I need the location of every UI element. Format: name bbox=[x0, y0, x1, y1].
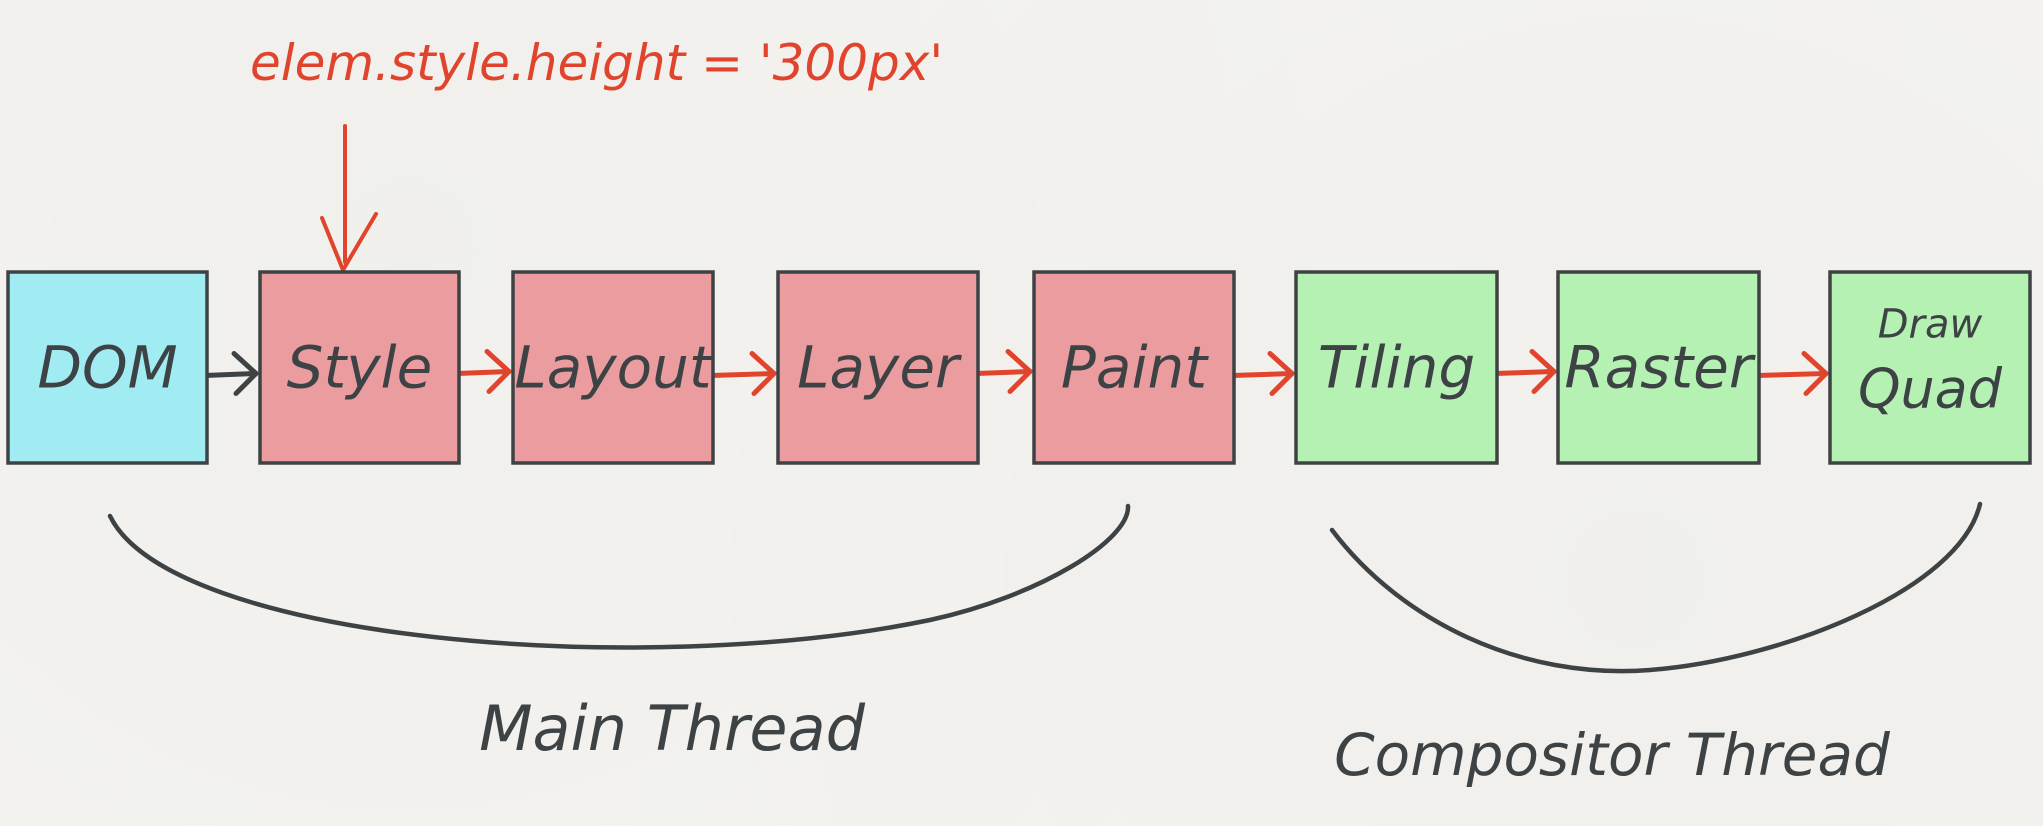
node-label-draw-quad-0: Draw bbox=[1878, 302, 1983, 348]
node-label-style: Style bbox=[287, 334, 433, 402]
node-box-dom bbox=[6, 270, 209, 465]
annotation-label: elem.style.height = '300px' bbox=[250, 34, 943, 92]
edge-layout-to-layer bbox=[708, 351, 777, 396]
node-box-paint bbox=[1032, 270, 1236, 465]
node-label-raster: Raster bbox=[1564, 334, 1755, 402]
compositor-thread-label: Compositor Thread bbox=[1334, 721, 1891, 789]
node-paint: Paint bbox=[1032, 270, 1236, 465]
edge-style-to-layout bbox=[454, 349, 512, 394]
main-thread-label: Main Thread bbox=[479, 692, 866, 765]
node-layout: Layout bbox=[511, 270, 715, 465]
edge-raster-to-draw-quad bbox=[1754, 351, 1829, 396]
node-raster: Raster bbox=[1556, 270, 1761, 465]
edge-dom-to-style bbox=[202, 351, 259, 396]
node-box-draw-quad bbox=[1828, 270, 2032, 465]
node-tiling: Tiling bbox=[1294, 270, 1499, 465]
node-label-tiling: Tiling bbox=[1318, 334, 1475, 402]
node-box-layer bbox=[776, 270, 980, 465]
annotation-arrow bbox=[320, 124, 378, 272]
node-label-layer: Layer bbox=[797, 334, 962, 402]
edges-layer bbox=[202, 349, 1829, 396]
node-layer: Layer bbox=[776, 270, 980, 465]
compositor-thread-brace bbox=[1329, 501, 1983, 674]
main-thread-brace bbox=[107, 503, 1131, 650]
node-box-raster bbox=[1556, 270, 1761, 465]
edge-paint-to-tiling bbox=[1229, 351, 1295, 396]
node-box-tiling bbox=[1294, 270, 1499, 465]
node-style: Style bbox=[258, 270, 461, 465]
edge-layer-to-paint bbox=[973, 349, 1033, 394]
node-box-style bbox=[258, 270, 461, 465]
node-label-paint: Paint bbox=[1061, 334, 1209, 402]
node-label-layout: Layout bbox=[514, 334, 713, 402]
node-label-draw-quad-1: Quad bbox=[1858, 358, 2003, 421]
nodes-layer: DOM Style Layout Layer Paint Tiling Raster Draw… bbox=[6, 270, 2032, 465]
node-dom: DOM bbox=[6, 270, 209, 465]
node-label-dom: DOM bbox=[37, 334, 177, 402]
edge-tiling-to-raster bbox=[1492, 349, 1557, 394]
node-box-layout bbox=[511, 270, 715, 465]
